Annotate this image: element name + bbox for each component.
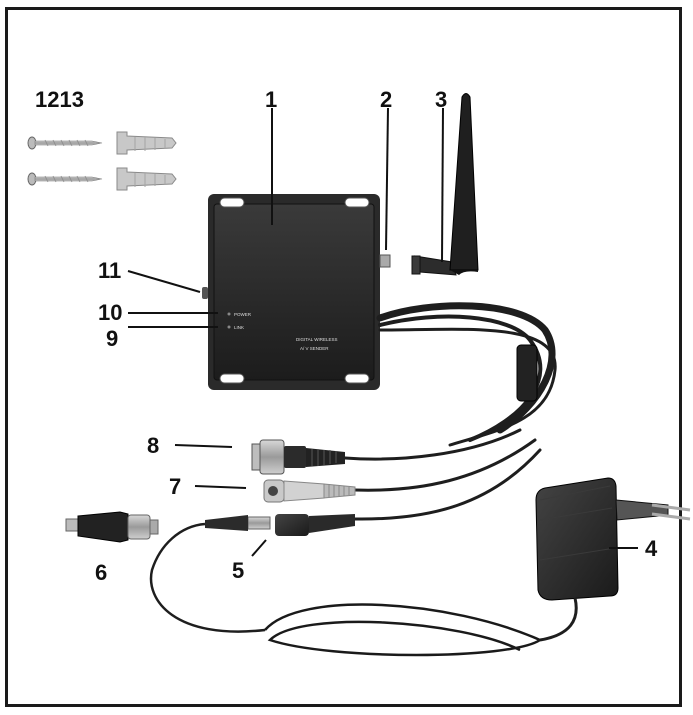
figure-frame xyxy=(5,7,682,707)
dc-plug xyxy=(149,515,271,633)
callout-8: 8 xyxy=(147,433,159,458)
power-led xyxy=(227,312,231,316)
link-led xyxy=(227,325,231,329)
callout-4: 4 xyxy=(645,536,658,561)
antenna xyxy=(379,93,479,276)
screws-and-plugs xyxy=(27,131,177,191)
mount-slot-br xyxy=(344,373,370,384)
sender-box: POWER LINK DIGITAL WIRELESS A/ V SENDER xyxy=(202,194,380,390)
wall-plug-bottom xyxy=(116,167,177,191)
leader-lines xyxy=(127,107,638,557)
screw-bottom xyxy=(27,172,103,186)
leader-5 xyxy=(251,539,267,557)
leader-3 xyxy=(441,107,444,263)
cable-bundle xyxy=(376,302,557,447)
callout-9: 9 xyxy=(106,326,118,351)
device-print-line1: DIGITAL WIRELESS xyxy=(296,337,338,342)
side-button xyxy=(202,287,208,299)
callout-2: 2 xyxy=(380,87,392,112)
wall-plug-top xyxy=(116,131,177,155)
connector-leads xyxy=(343,428,542,521)
leader-8 xyxy=(174,444,233,448)
callouts: 1213 1 2 3 4 5 6 7 8 9 10 11 xyxy=(35,87,658,585)
callout-11: 11 xyxy=(98,258,121,283)
power-adapter xyxy=(264,477,691,657)
power-led-label: POWER xyxy=(234,312,252,317)
ferrite-core xyxy=(516,344,538,402)
callout-3: 3 xyxy=(435,87,447,112)
callout-1213: 1213 xyxy=(35,87,84,112)
link-led-label: LINK xyxy=(234,325,244,330)
mount-slot-tl xyxy=(219,197,245,208)
dc-socket xyxy=(275,514,355,536)
rca-female-connector xyxy=(263,479,356,503)
callout-6: 6 xyxy=(95,560,107,585)
antenna-connector xyxy=(379,254,391,268)
mount-slot-bl xyxy=(219,373,245,384)
rca-adapter xyxy=(65,511,159,543)
callout-10: 10 xyxy=(98,300,122,325)
callout-7: 7 xyxy=(169,474,181,499)
screw-top xyxy=(27,136,103,150)
leader-11 xyxy=(127,270,201,293)
leader-2 xyxy=(385,107,389,251)
callout-5: 5 xyxy=(232,558,244,583)
mount-slot-tr xyxy=(344,197,370,208)
device-print-line2: A/ V SENDER xyxy=(300,346,329,351)
leader-7 xyxy=(194,485,247,489)
callout-1: 1 xyxy=(265,87,277,112)
bnc-connector xyxy=(251,439,345,475)
